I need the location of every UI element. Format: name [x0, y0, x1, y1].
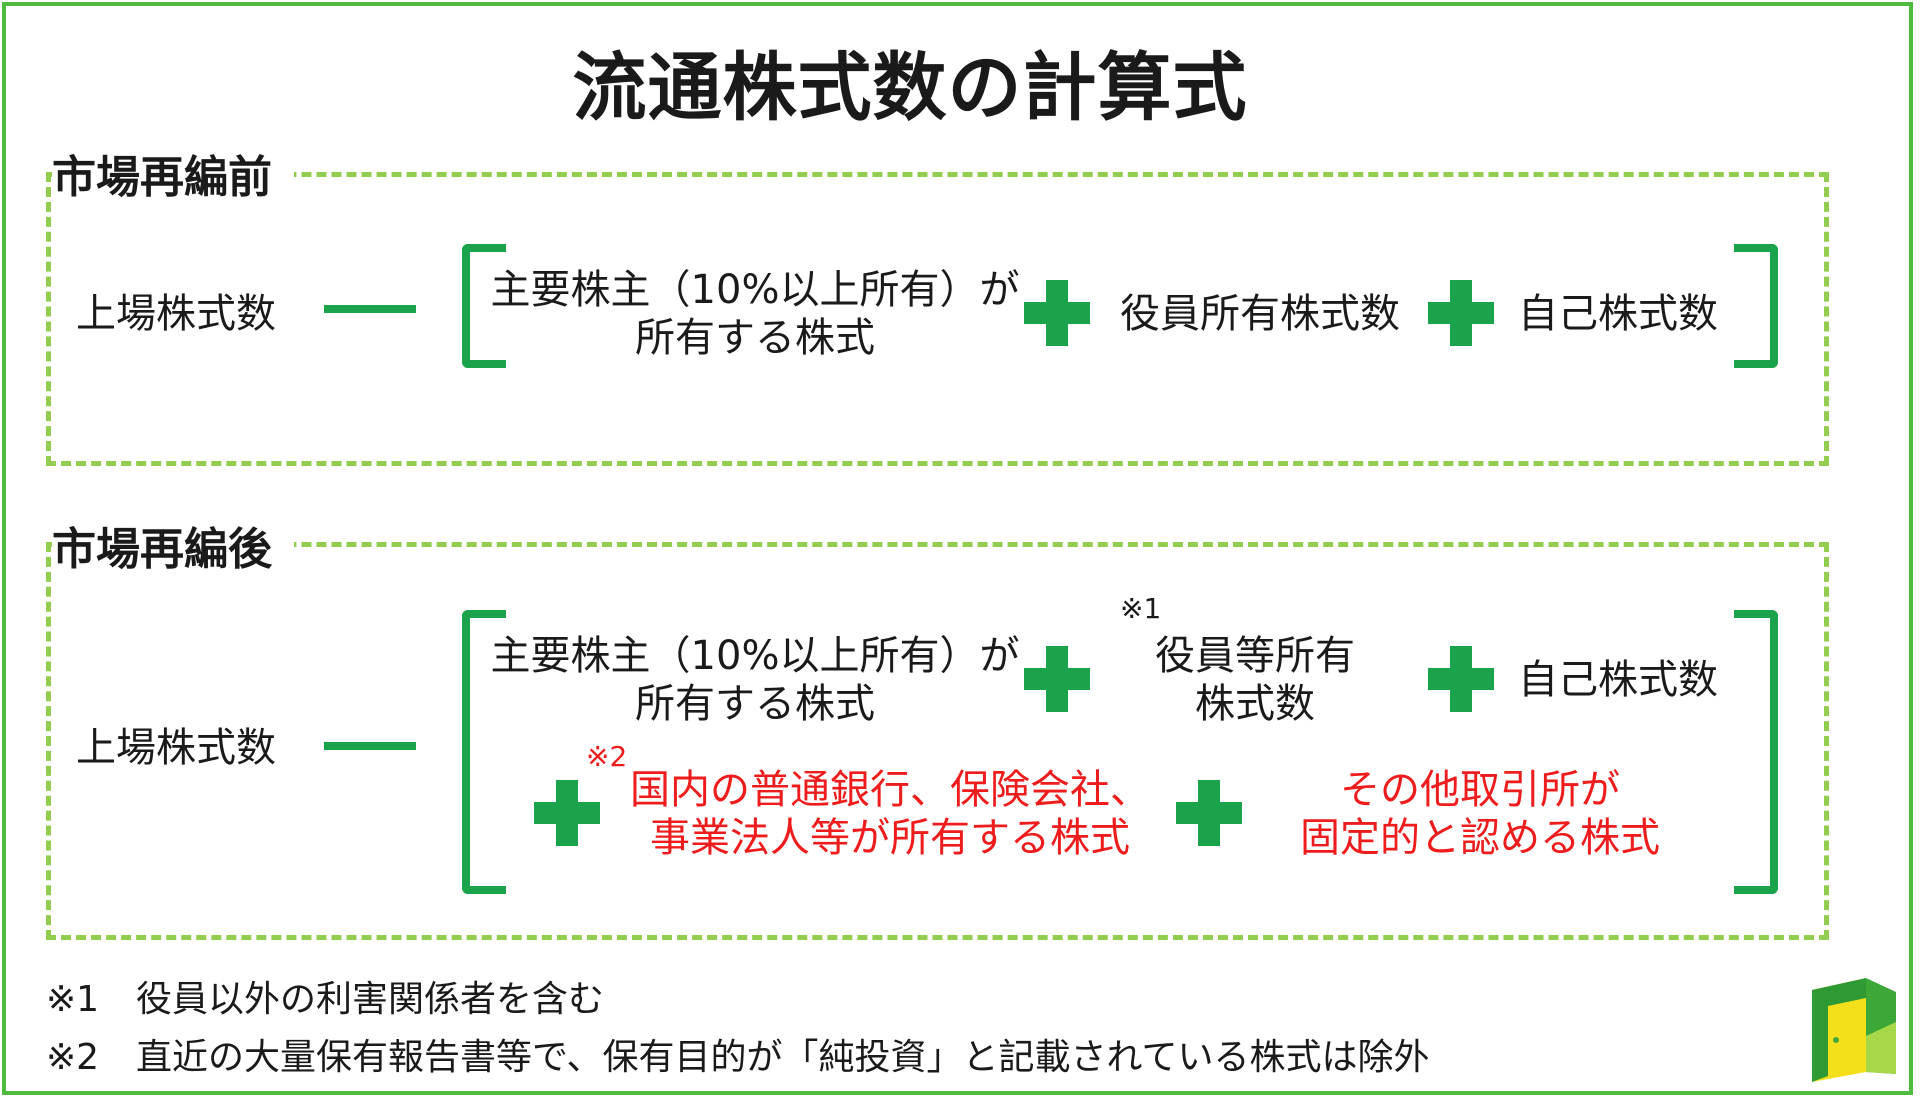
- before-major-line2: 所有する株式: [635, 315, 875, 361]
- footnote-2: ※2 直近の大量保有報告書等で、保有目的が「純投資」と記載されている株式は除外: [46, 1036, 1429, 1080]
- after-officer-shares: 役員等所有 株式数: [1130, 632, 1380, 728]
- after-section-label: 市場再編後: [52, 520, 294, 580]
- after-banks-line1: 国内の普通銀行、保険会社、: [630, 767, 1150, 813]
- after-major-line1: 主要株主（10%以上所有）が: [490, 633, 1020, 679]
- footnote-1-mark: ※1: [46, 979, 100, 1020]
- before-treasury-shares: 自己株式数: [1518, 291, 1718, 337]
- after-section-box: [46, 542, 1829, 940]
- door-logo: [1806, 976, 1902, 1084]
- plus-icon: [1428, 280, 1494, 346]
- plus-icon: [1428, 646, 1494, 712]
- plus-icon: [1176, 780, 1242, 846]
- page-title: 流通株式数の計算式: [572, 45, 1248, 131]
- after-treasury-shares: 自己株式数: [1518, 657, 1718, 703]
- before-section-label: 市場再編前: [52, 148, 294, 208]
- minus-icon: [324, 305, 416, 313]
- plus-icon: [1024, 280, 1090, 346]
- after-officers-line2: 株式数: [1195, 681, 1315, 727]
- before-bracket-left: [462, 244, 506, 368]
- door-logo-icon: [1812, 978, 1896, 1082]
- minus-icon: [324, 742, 416, 750]
- before-section-box: [46, 172, 1829, 466]
- after-officers-line1: 役員等所有: [1155, 633, 1355, 679]
- footnote-1-text: 役員以外の利害関係者を含む: [136, 979, 605, 1020]
- after-banks-line2: 事業法人等が所有する株式: [650, 815, 1130, 861]
- plus-icon: [1024, 646, 1090, 712]
- after-other-exchange-shares: その他取引所が 固定的と認める株式: [1280, 766, 1680, 862]
- before-bracket-right: [1734, 244, 1778, 368]
- before-major-line1: 主要株主（10%以上所有）が: [490, 267, 1020, 313]
- before-listed-shares: 上場株式数: [76, 291, 276, 337]
- after-listed-shares: 上場株式数: [76, 725, 276, 771]
- after-major-line2: 所有する株式: [635, 681, 875, 727]
- footnote-1: ※1 役員以外の利害関係者を含む: [46, 978, 604, 1022]
- before-major-shareholders: 主要株主（10%以上所有）が 所有する株式: [490, 266, 1020, 362]
- before-officer-shares: 役員所有株式数: [1120, 291, 1400, 337]
- footnote-2-text: 直近の大量保有報告書等で、保有目的が「純投資」と記載されている株式は除外: [136, 1037, 1430, 1078]
- after-other-line2: 固定的と認める株式: [1300, 815, 1660, 861]
- plus-icon: [534, 780, 600, 846]
- banks-note-mark: ※2: [586, 740, 628, 773]
- after-bracket-right: [1734, 610, 1778, 894]
- after-major-shareholders: 主要株主（10%以上所有）が 所有する株式: [490, 632, 1020, 728]
- after-domestic-banks-shares: 国内の普通銀行、保険会社、 事業法人等が所有する株式: [630, 766, 1150, 862]
- officers-note-mark: ※1: [1120, 592, 1162, 625]
- footnote-2-mark: ※2: [46, 1037, 100, 1078]
- after-bracket-left: [462, 610, 506, 894]
- after-other-line1: その他取引所が: [1340, 767, 1620, 813]
